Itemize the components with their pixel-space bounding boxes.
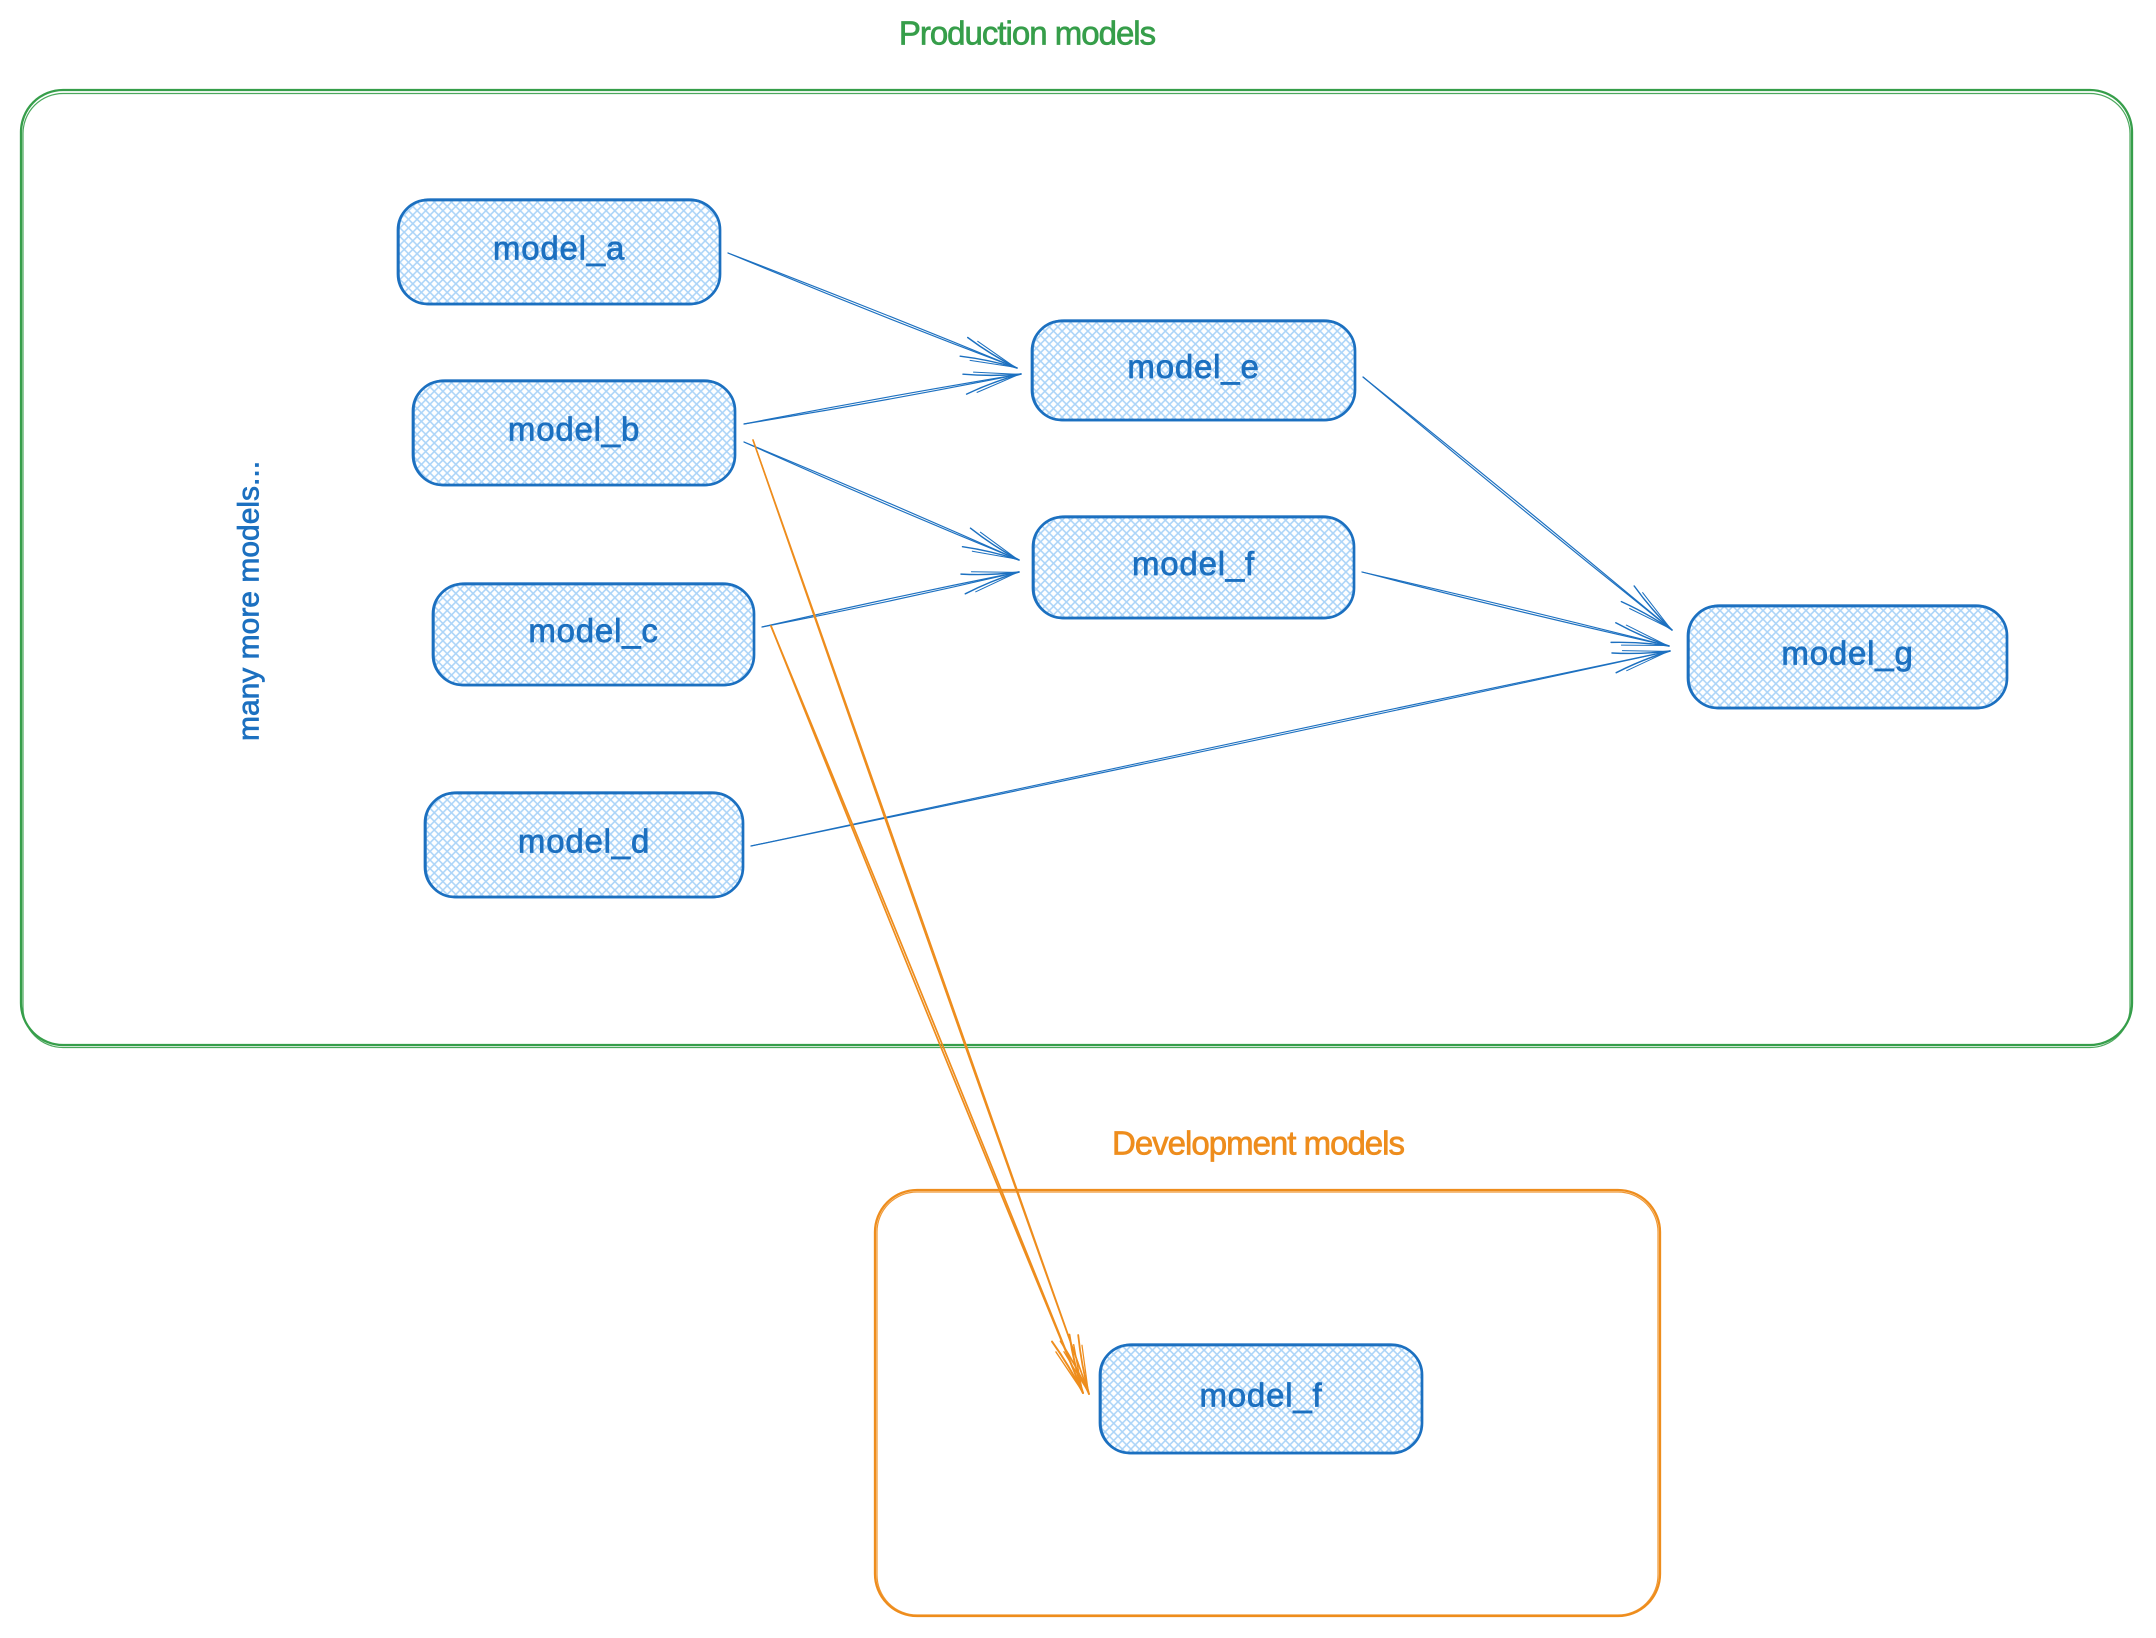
svg-text:model_d: model_d — [518, 823, 650, 860]
svg-text:model_e: model_e — [1127, 348, 1259, 385]
svg-text:model_f: model_f — [1199, 1377, 1322, 1414]
svg-text:many more models...: many more models... — [233, 461, 266, 741]
svg-text:model_f: model_f — [1132, 545, 1255, 582]
svg-text:Production models: Production models — [899, 15, 1156, 52]
svg-text:model_b: model_b — [508, 411, 640, 448]
svg-text:model_g: model_g — [1781, 635, 1913, 672]
svg-text:model_a: model_a — [493, 230, 625, 267]
svg-text:Development models: Development models — [1112, 1125, 1404, 1162]
svg-text:model_c: model_c — [528, 612, 658, 649]
